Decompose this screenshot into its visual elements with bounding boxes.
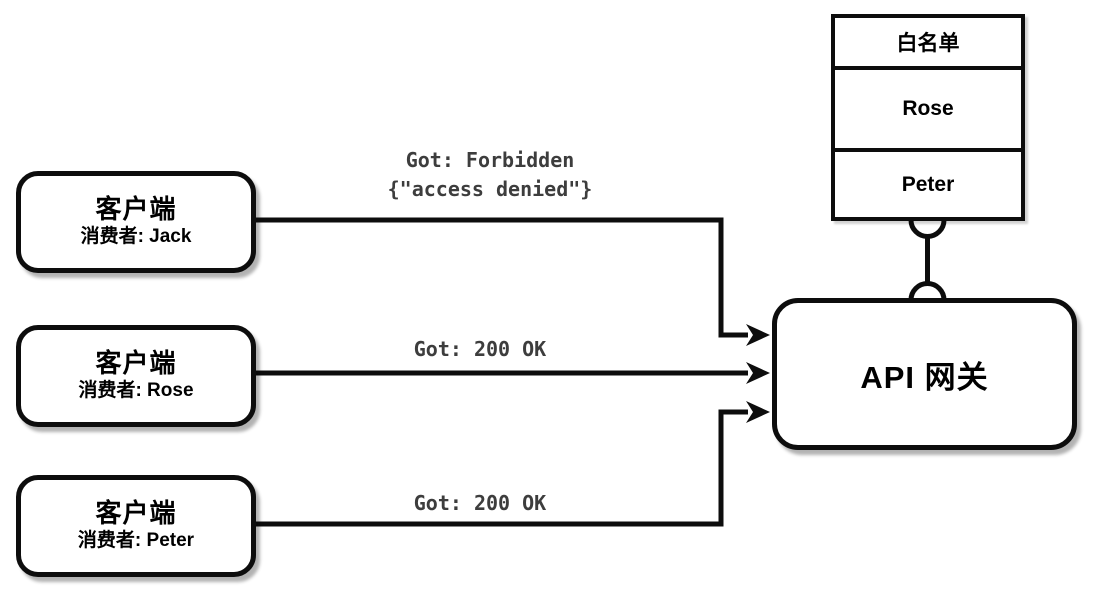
client-subtitle: 消费者: Rose xyxy=(78,380,194,402)
edge-label-line: Got: 200 OK xyxy=(413,491,547,515)
client-title: 客户端 xyxy=(95,498,177,529)
client-node-rose: 客户端 消费者: Rose xyxy=(16,325,256,427)
client-node-jack: 客户端 消费者: Jack xyxy=(16,171,256,273)
whitelist-row: Rose xyxy=(835,70,1021,152)
edge-label-line: Got: Forbidden xyxy=(405,148,575,172)
connector-socket-icon xyxy=(908,219,947,239)
whitelist-table: 白名单 Rose Peter xyxy=(831,14,1025,221)
edge-label-ok-rose: Got: 200 OK xyxy=(380,335,580,364)
client-title: 客户端 xyxy=(95,194,177,225)
whitelist-row: Peter xyxy=(901,172,955,196)
edge-jack-line xyxy=(256,217,748,338)
edge-peter-line xyxy=(256,409,748,527)
edge-label-forbidden: Got: Forbidden {"access denied"} xyxy=(345,146,635,204)
arrowhead-icon xyxy=(746,324,770,346)
edge-label-line: Got: 200 OK xyxy=(413,337,547,361)
client-subtitle: 消费者: Jack xyxy=(80,226,192,248)
arrowhead-icon xyxy=(746,401,770,423)
edge-label-line: {"access denied"} xyxy=(387,177,593,201)
connector-ball-icon xyxy=(908,281,947,301)
api-gateway-node: API 网关 xyxy=(772,298,1077,450)
client-title: 客户端 xyxy=(95,348,177,379)
api-gateway-label: API 网关 xyxy=(860,359,989,395)
client-subtitle: 消费者: Peter xyxy=(77,530,195,552)
client-node-peter: 客户端 消费者: Peter xyxy=(16,475,256,577)
whitelist-header: 白名单 xyxy=(835,18,1021,70)
arrowhead-icon xyxy=(746,362,770,384)
edge-label-ok-peter: Got: 200 OK xyxy=(380,489,580,518)
